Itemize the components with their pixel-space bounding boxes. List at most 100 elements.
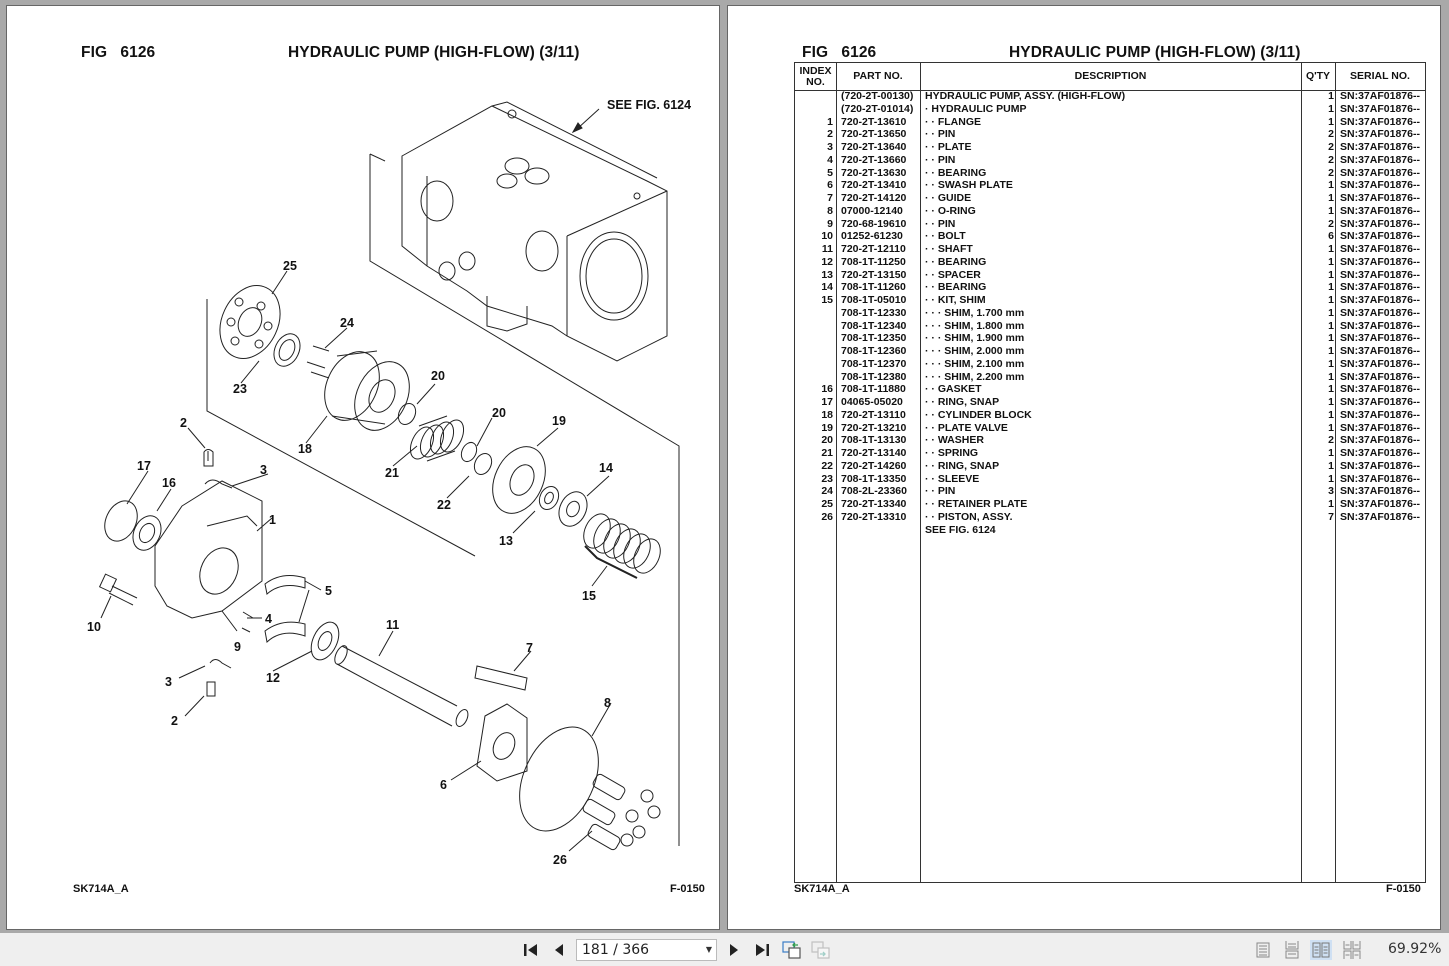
callout-13[interactable]: 13: [499, 534, 513, 548]
chevron-down-icon[interactable]: ▼: [705, 945, 712, 954]
header-part-no: PART NO.: [853, 70, 903, 82]
page-number-input[interactable]: 181 / 366 ▼: [576, 939, 717, 961]
table-row[interactable]: SEE FIG. 6124: [795, 524, 1425, 537]
callout-3a[interactable]: 3: [260, 463, 267, 477]
column-divider: [1301, 63, 1302, 882]
document-viewport[interactable]: FIG 6126 HYDRAULIC PUMP (HIGH-FLOW) (3/1…: [0, 0, 1449, 933]
last-page-button[interactable]: [752, 941, 772, 959]
callout-2a[interactable]: 2: [180, 416, 187, 430]
callout-1[interactable]: 1: [269, 513, 276, 527]
next-page-button[interactable]: [726, 941, 742, 959]
callout-6[interactable]: 6: [440, 778, 447, 792]
callout-25[interactable]: 25: [283, 259, 297, 273]
callout-24[interactable]: 24: [340, 316, 354, 330]
row-index: 20: [821, 434, 833, 447]
previous-page-button[interactable]: [551, 941, 567, 959]
callout-2b[interactable]: 2: [171, 714, 178, 728]
row-qty: 7: [1328, 510, 1334, 523]
bearing-14: [558, 491, 588, 527]
facing-view-button[interactable]: [1310, 940, 1332, 960]
callout-20b[interactable]: 20: [492, 406, 506, 420]
row-part-no: 708-1T-12360: [841, 345, 907, 357]
pin-2-bottom: [206, 681, 216, 697]
see-fig-callout[interactable]: SEE FIG. 6124: [607, 98, 691, 112]
callout-11[interactable]: 11: [386, 618, 399, 632]
callout-22[interactable]: 22: [437, 498, 451, 512]
callout-9[interactable]: 9: [234, 640, 241, 654]
row-index: 1: [827, 115, 833, 128]
row-part-no: 708-1T-12380: [841, 370, 907, 383]
callout-3b[interactable]: 3: [165, 675, 172, 689]
continuous-view-button[interactable]: [1281, 940, 1303, 960]
callout-23[interactable]: 23: [233, 382, 247, 396]
callout-18[interactable]: 18: [298, 442, 312, 456]
callout-20a[interactable]: 20: [431, 369, 445, 383]
row-description: · HYDRAULIC PUMP: [925, 102, 1027, 115]
row-qty: 1: [1328, 459, 1334, 472]
callout-8[interactable]: 8: [604, 696, 611, 710]
callout-15[interactable]: 15: [582, 589, 596, 603]
page-title: HYDRAULIC PUMP (HIGH-FLOW) (3/11): [288, 44, 580, 61]
row-index: 6: [827, 179, 833, 192]
row-description: · · O-RING: [925, 204, 976, 217]
table-row[interactable]: (720-2T-00130)HYDRAULIC PUMP, ASSY. (HIG…: [795, 90, 1425, 103]
callout-5[interactable]: 5: [325, 584, 332, 598]
callout-4[interactable]: 4: [265, 612, 272, 626]
callout-21[interactable]: 21: [385, 466, 399, 480]
callout-10[interactable]: 10: [87, 620, 101, 634]
continuous-facing-view-button[interactable]: [1341, 940, 1363, 960]
single-page-view-button[interactable]: [1252, 940, 1274, 960]
previous-view-button[interactable]: [781, 941, 803, 959]
row-index: 19: [821, 421, 833, 434]
callout-12[interactable]: 12: [266, 671, 280, 685]
next-view-button[interactable]: [810, 941, 832, 959]
page-left-diagram: FIG 6126 HYDRAULIC PUMP (HIGH-FLOW) (3/1…: [6, 5, 720, 930]
row-description: · · · SHIM, 1.800 mm: [925, 319, 1025, 332]
row-part-no: (720-2T-01014): [841, 102, 914, 115]
zoom-level[interactable]: 69.92%: [1388, 941, 1442, 957]
row-qty: 1: [1328, 204, 1334, 217]
callout-7[interactable]: 7: [526, 641, 533, 655]
callout-14[interactable]: 14: [599, 461, 613, 475]
callout-16[interactable]: 16: [162, 476, 176, 490]
callout-19[interactable]: 19: [552, 414, 566, 428]
row-part-no: 720-2T-13640: [841, 141, 907, 153]
callout-26[interactable]: 26: [553, 853, 567, 867]
first-page-button[interactable]: [521, 941, 541, 959]
pump-housing-drawing: [401, 101, 668, 362]
callout-17[interactable]: 17: [137, 459, 151, 473]
